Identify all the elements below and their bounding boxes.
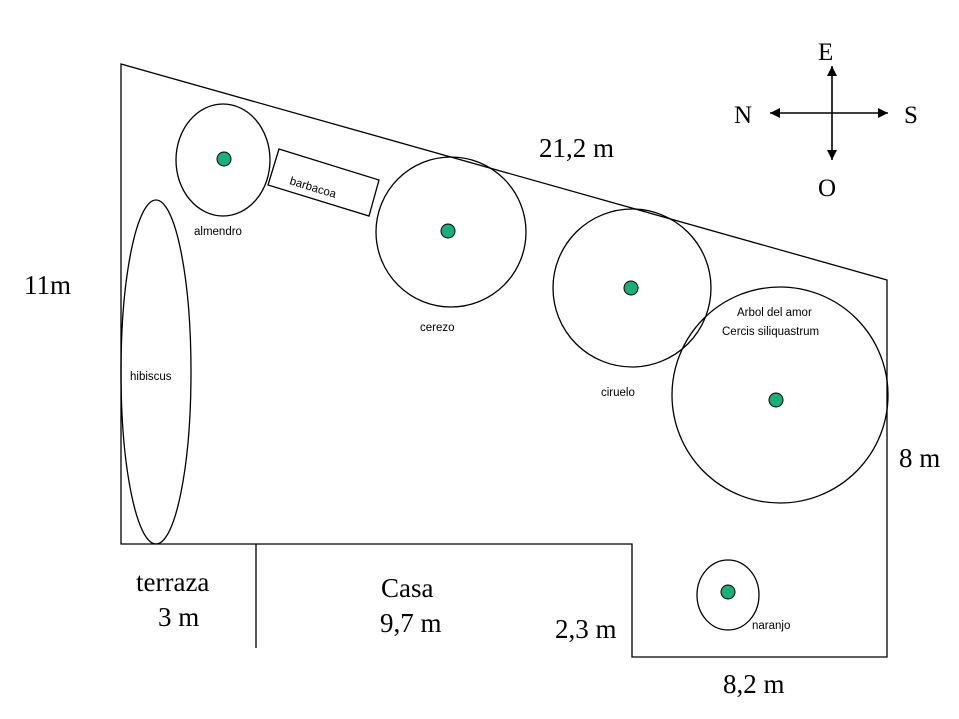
hibiscus-label: hibiscus: [130, 371, 172, 383]
naranjo-trunk: [720, 584, 736, 600]
naranjo-canopy: [696, 559, 760, 631]
ciruelo-trunk: [623, 280, 639, 296]
casa-label: Casa: [381, 573, 434, 603]
ciruelo-label: ciruelo: [601, 387, 635, 399]
almendro-tree: almendro: [175, 103, 271, 238]
plot-outline: [120, 63, 888, 658]
arbol-del-amor-tree: Arbol del amor Cercis siliquastrum: [671, 286, 889, 504]
almendro-label: almendro: [194, 226, 242, 238]
almendro-canopy: [175, 103, 271, 217]
dimension-top: 21,2 m: [539, 133, 614, 163]
hibiscus-bed: hibiscus: [120, 199, 192, 545]
compass-east-label: E: [818, 39, 833, 66]
naranjo-tree: naranjo: [696, 559, 790, 632]
ciruelo-tree: ciruelo: [552, 208, 712, 399]
barbacoa: barbacoa: [267, 148, 380, 217]
arrow-north-icon: [770, 108, 780, 118]
casa-length: 9,7 m: [380, 608, 442, 638]
hibiscus-outline: [120, 199, 192, 545]
naranjo-label: naranjo: [752, 620, 790, 632]
barbacoa-outline: [267, 148, 380, 217]
dimension-left: 11m: [24, 270, 71, 300]
dimension-bottom-right: 8,2 m: [723, 669, 785, 699]
arrow-east-icon: [827, 66, 837, 76]
arrow-west-icon: [827, 150, 837, 160]
cerezo-label: cerezo: [420, 322, 455, 334]
terraza-length: 3 m: [158, 602, 199, 632]
dimension-right: 8 m: [899, 443, 940, 473]
ciruelo-canopy: [552, 208, 712, 368]
cerezo-canopy: [375, 156, 527, 308]
compass-north-label: N: [734, 102, 752, 129]
arrow-south-icon: [878, 108, 888, 118]
arbol-del-amor-label: Arbol del amor: [737, 307, 812, 319]
cerezo-trunk: [440, 223, 456, 239]
cerezo-tree: cerezo: [375, 156, 527, 334]
arbol-del-amor-latin-label: Cercis siliquastrum: [722, 326, 819, 338]
compass-west-label: O: [818, 175, 836, 202]
barbacoa-label: barbacoa: [288, 175, 338, 201]
almendro-trunk: [216, 151, 232, 167]
compass-south-label: S: [904, 102, 918, 129]
dimension-step: 2,3 m: [555, 614, 617, 644]
arbol-del-amor-canopy: [671, 286, 889, 504]
arbol-del-amor-trunk: [768, 392, 784, 408]
compass: E O N S: [734, 39, 918, 202]
terraza-label: terraza: [136, 567, 209, 597]
